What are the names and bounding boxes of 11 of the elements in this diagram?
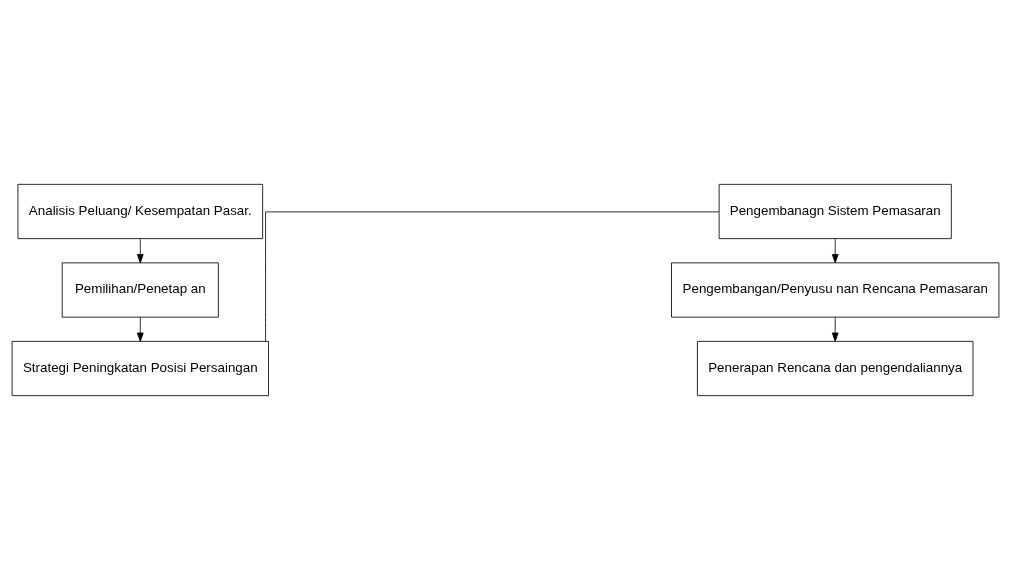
arrow (136, 238, 144, 264)
node-box: Pengembangan/Penyusu nan Rencana Pemasaran (671, 262, 1000, 318)
node-box: Pengembanagn Sistem Pemasaran (718, 183, 952, 240)
node-box: Strategi Peningkatan Posisi Persaingan (11, 340, 269, 397)
arrow (136, 316, 144, 342)
node-box: Pemilihan/Penetap an (61, 262, 219, 318)
arrow (831, 316, 839, 342)
connector (265, 211, 720, 342)
arrow (831, 238, 839, 264)
node-box: Analisis Peluang/ Kesempatan Pasar. (17, 183, 264, 240)
node-box: Penerapan Rencana dan pengendaliannya (697, 340, 974, 397)
